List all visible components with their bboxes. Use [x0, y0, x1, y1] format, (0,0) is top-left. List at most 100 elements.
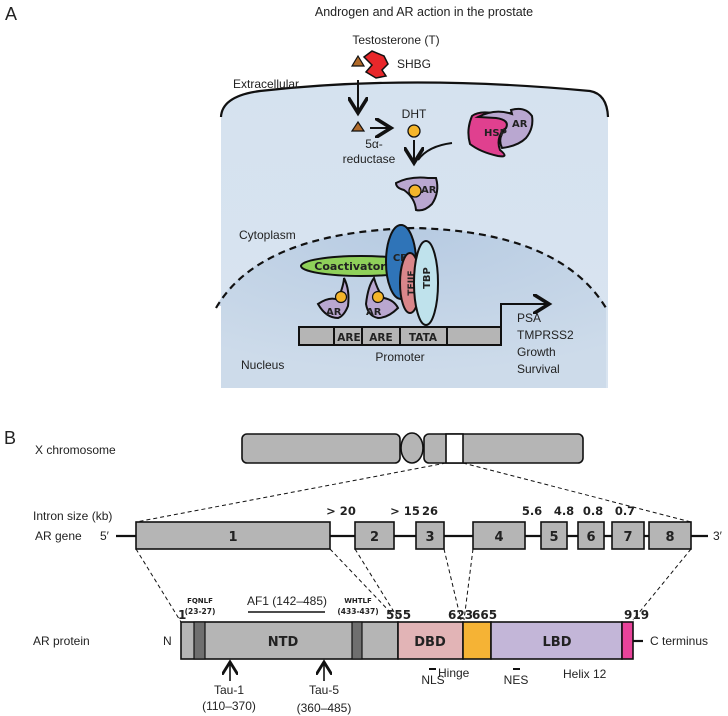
promoter-dna: ARE ARE TATA	[298, 326, 502, 346]
chromosome-label: X chromosome	[35, 443, 116, 457]
coactivator-label: Coactivator	[314, 260, 386, 273]
testosterone-label: Testosterone (T)	[352, 33, 439, 47]
intron-size: > 15	[390, 504, 420, 518]
ar-release-arrow	[417, 142, 453, 161]
hinge-label: Hinge	[438, 666, 470, 680]
ar-icon	[474, 107, 534, 150]
dbd-label: DBD	[414, 635, 446, 650]
intron-size: 26	[422, 504, 438, 518]
panel-b-letter: B	[4, 428, 16, 448]
whtlf-label: WHTLF	[344, 597, 372, 605]
fqnlf-motif	[193, 621, 206, 660]
exon-label: 7	[623, 530, 632, 545]
position-623: 623	[448, 608, 473, 622]
ar-dht-complex: AR	[394, 176, 439, 212]
tau1-range: (110–370)	[202, 699, 256, 713]
gene-label: AR gene	[35, 529, 82, 543]
exon-5	[540, 521, 568, 550]
exon-label: 3	[425, 530, 434, 545]
tbp-icon	[413, 240, 439, 326]
lbd-domain	[490, 621, 623, 660]
exon-8	[648, 521, 692, 550]
zoom-line	[135, 462, 447, 523]
mapping-line	[135, 548, 182, 623]
target-gene-3: Growth	[517, 345, 556, 359]
shbg-label: SHBG	[397, 57, 431, 71]
exon-1	[135, 521, 331, 550]
reductase-label-1: 5α-	[365, 137, 383, 151]
centromere	[400, 432, 424, 464]
exon-label: 5	[549, 530, 558, 545]
are-label-1: ARE	[337, 332, 360, 344]
tata-label: TATA	[409, 332, 438, 344]
dht-bound-icon	[334, 290, 348, 304]
mapping-line	[443, 548, 462, 621]
exon-6	[577, 521, 605, 550]
ar-locus-band	[445, 433, 464, 464]
transcription-complex: Coactivator CBP TFIIF TBP AR AR	[300, 224, 439, 326]
protein-label: AR protein	[33, 634, 90, 648]
intron-size: 5.6	[522, 504, 542, 518]
tau5-range: (360–485)	[297, 701, 352, 715]
lbd-label: LBD	[543, 635, 572, 650]
ar-label-dht: AR	[421, 185, 437, 196]
testosterone-intracellular-icon	[350, 120, 366, 132]
intron-size: 4.8	[554, 504, 574, 518]
testosterone-icon	[350, 54, 366, 67]
panel-a-title: Androgen and AR action in the prostate	[315, 5, 533, 19]
fqnlf-label: FQNLF	[187, 597, 213, 605]
cell-membrane	[219, 81, 610, 118]
helix12-label: Helix 12	[563, 667, 607, 681]
three-prime-label: 3′	[713, 529, 723, 543]
nes-label: NES	[504, 673, 529, 687]
exon-label: 6	[586, 530, 595, 545]
exon-label: 1	[228, 530, 237, 545]
tau1-label: Tau-1	[214, 683, 244, 697]
hinge-domain	[462, 621, 492, 660]
af1-label: AF1 (142–485)	[247, 594, 327, 608]
mapping-line	[463, 548, 474, 621]
extracellular-label: Extracellular	[233, 77, 299, 91]
dht-bound-icon	[408, 184, 422, 198]
ar-label-dna-1: AR	[326, 307, 342, 318]
dht-bound-icon	[371, 290, 385, 304]
promoter-label: Promoter	[375, 350, 424, 364]
x-chromosome	[241, 432, 584, 464]
exon-label: 2	[370, 530, 379, 545]
helix12-domain	[621, 621, 634, 660]
nucleus-label: Nucleus	[241, 358, 284, 372]
mapping-line	[632, 548, 692, 621]
tfiif-label: TFIIF	[407, 270, 417, 295]
intron-size-label: Intron size (kb)	[33, 509, 112, 523]
tau5-label: Tau-5	[309, 683, 339, 697]
tbp-label: TBP	[422, 267, 433, 289]
n-terminus-label: N	[163, 634, 172, 648]
zoom-line	[462, 462, 692, 523]
five-prime-label: 5′	[100, 529, 110, 543]
position-555: 555	[386, 608, 411, 622]
whtlf-motif	[351, 621, 363, 660]
exon-2	[354, 521, 395, 550]
exon-label: 4	[494, 530, 503, 545]
ar-label-dna-2: AR	[366, 307, 382, 318]
position-1: 1	[178, 608, 186, 622]
ar-protein: NTD DBD LBD	[180, 621, 634, 660]
panel-a-letter: A	[5, 4, 17, 24]
fqnlf-range: (23-27)	[185, 607, 216, 616]
intron-size: 0.8	[583, 504, 603, 518]
mapping-line	[329, 548, 393, 615]
position-665: 665	[472, 608, 497, 622]
hsp-label: HSP	[484, 128, 507, 139]
dht-label: DHT	[402, 107, 427, 121]
c-terminus-label: C terminus	[650, 634, 708, 648]
reductase-label-2: reductase	[343, 152, 396, 166]
exon-7	[611, 521, 645, 550]
hsp-ar-complex: HSP AR	[467, 107, 534, 158]
cytoplasm-label: Cytoplasm	[239, 228, 296, 242]
target-gene-2: TMPRSS2	[517, 328, 574, 342]
intron-size: > 20	[326, 504, 356, 518]
exon-3	[415, 521, 445, 550]
